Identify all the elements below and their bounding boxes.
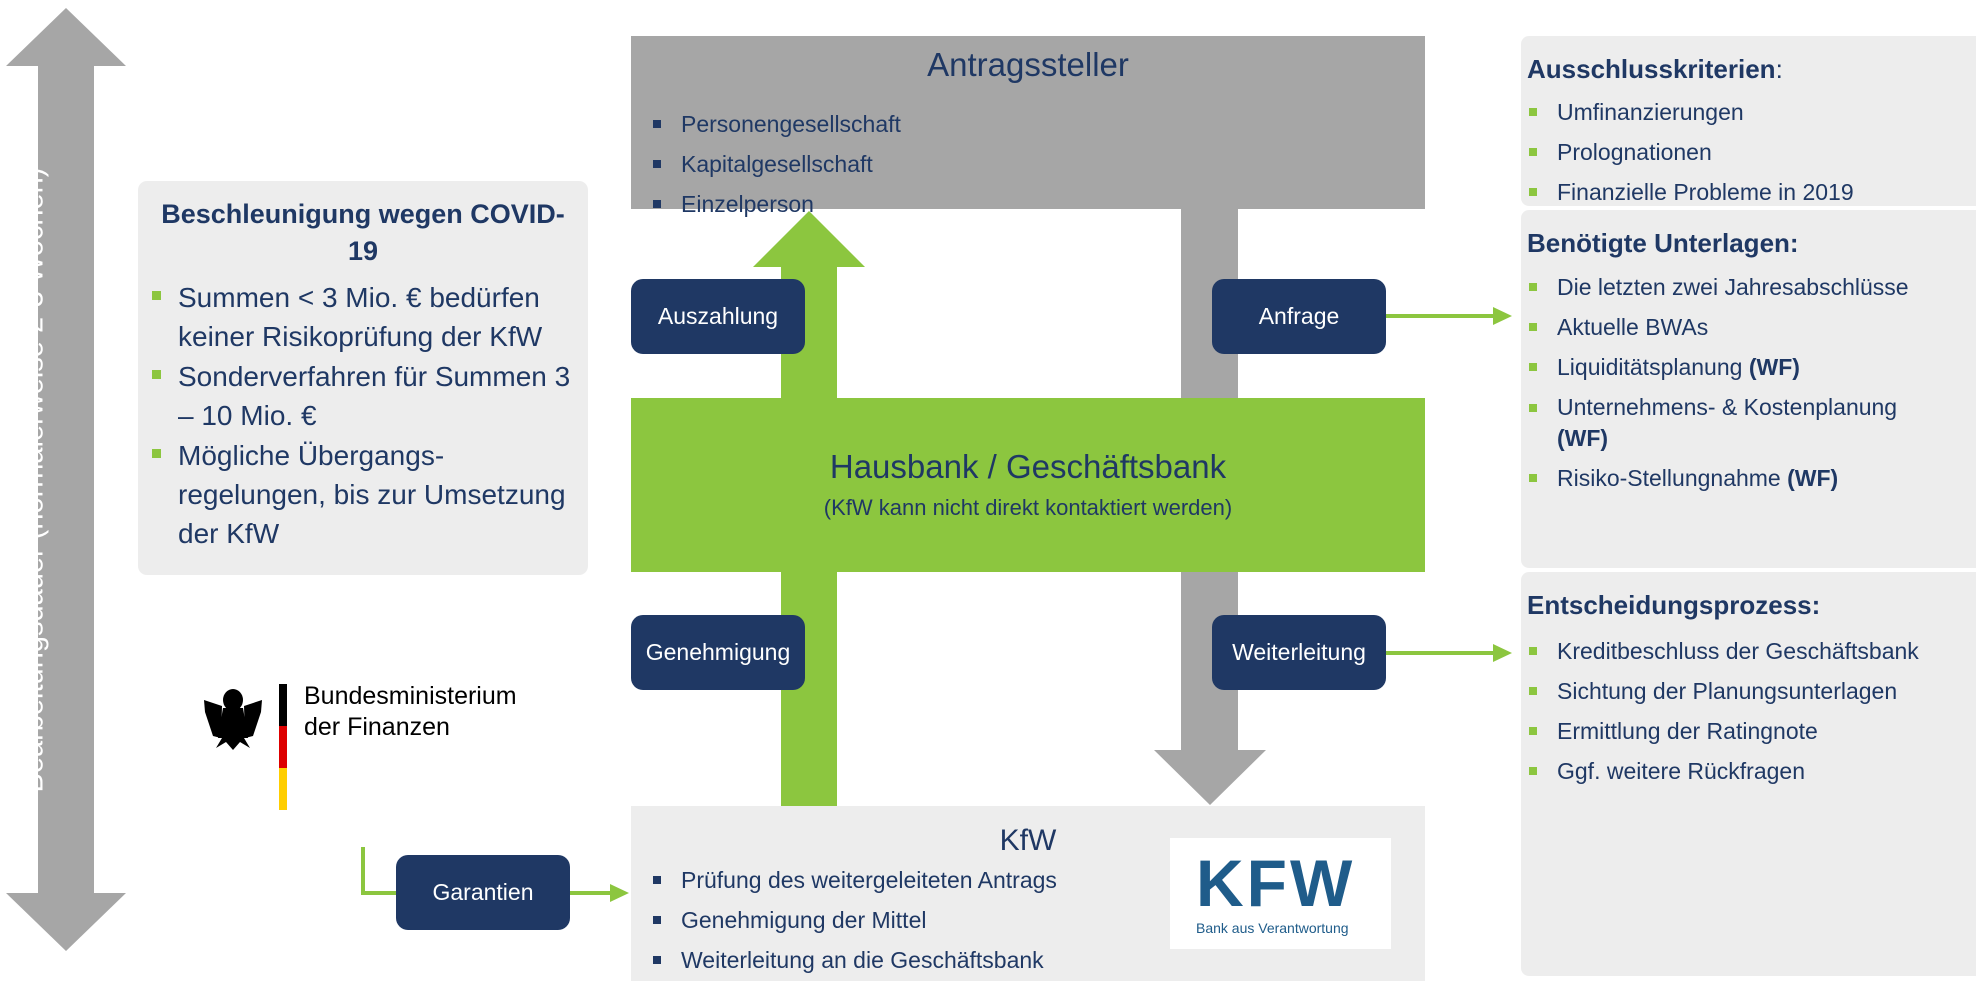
list-item: Umfinanzierungen xyxy=(1527,92,1966,132)
list-item: Mögliche Übergangs-regelungen, bis zur U… xyxy=(148,436,578,553)
decision-process-title: Entscheidungsprozess: xyxy=(1527,590,1821,620)
flag-stripe-gold xyxy=(279,768,287,810)
exclusion-criteria-list: Umfinanzierungen Prolognationen Finanzie… xyxy=(1527,92,1966,212)
list-item: Liquiditätsplanung (WF) xyxy=(1527,347,1966,387)
applicant-title: Antragssteller xyxy=(927,46,1129,83)
document-tag: (WF) xyxy=(1557,425,1609,451)
list-item: Summen < 3 Mio. € bedürfen keiner Risiko… xyxy=(148,278,578,356)
document-text: Die letzten zwei Jahresabschlüsse xyxy=(1557,274,1909,300)
required-documents-title: Benötigte Unterlagen: xyxy=(1527,228,1799,258)
ministry-line-1: Bundesministerium xyxy=(304,682,517,710)
required-documents-list: Die letzten zwei Jahresabschlüsse Aktuel… xyxy=(1527,267,1966,498)
approval-label: Genehmigung xyxy=(631,615,805,690)
list-item: Einzelperson xyxy=(651,184,901,224)
list-item: Risiko-Stellungnahme (WF) xyxy=(1527,458,1966,498)
exclusion-criteria-panel: Ausschlusskriterien: Umfinanzierungen Pr… xyxy=(1521,36,1976,206)
list-item: Aktuelle BWAs xyxy=(1527,307,1966,347)
kfw-logo-tagline: Bank aus Verantwortung xyxy=(1196,920,1349,936)
list-item: Kapitalgesellschaft xyxy=(651,144,901,184)
processing-duration-label: Bearbeitungsdauer (normalerweise 2-3 Woc… xyxy=(17,130,49,830)
list-item: Weiterleitung an die Geschäftsbank xyxy=(651,940,1057,980)
exclusion-criteria-title: Ausschlusskriterien: xyxy=(1527,54,1783,85)
flag-stripe-black xyxy=(279,684,287,726)
forwarding-label: Weiterleitung xyxy=(1212,615,1386,690)
exclusion-title-text: Ausschlusskriterien xyxy=(1527,54,1776,84)
required-documents-panel: Benötigte Unterlagen: Die letzten zwei J… xyxy=(1521,210,1976,568)
request-label: Anfrage xyxy=(1212,279,1386,354)
document-text: Liquiditätsplanung xyxy=(1557,354,1743,380)
kfw-list: Prüfung des weitergeleiteten Antrags Gen… xyxy=(651,860,1057,980)
weiterleitung-arrowhead xyxy=(1493,644,1512,662)
list-item: Sichtung der Planungsunterlagen xyxy=(1527,671,1966,711)
list-item: Kreditbeschluss der Geschäftsbank xyxy=(1527,631,1966,671)
document-text: Aktuelle BWAs xyxy=(1557,314,1709,340)
decision-process-panel: Entscheidungsprozess: Kreditbeschluss de… xyxy=(1521,572,1976,976)
document-text: Unternehmens- & Kostenplanung xyxy=(1557,394,1898,420)
kfw-title: KfW xyxy=(999,824,1057,857)
anfrage-arrowhead xyxy=(1493,307,1512,325)
list-item: Ggf. weitere Rückfragen xyxy=(1527,751,1966,791)
federal-eagle-icon xyxy=(204,689,262,750)
covid-acceleration-title: Beschleunigung wegen COVID-19 xyxy=(161,199,565,266)
housebank-title: Hausbank / Geschäftsbank xyxy=(829,448,1227,485)
processing-duration-text: Bearbeitungsdauer (normalerweise 2-3 Woc… xyxy=(17,167,49,793)
document-tag: (WF) xyxy=(1748,354,1800,380)
list-item: Finanzielle Probleme in 2019 xyxy=(1527,172,1966,212)
list-item: Sonderverfahren für Summen 3 – 10 Mio. € xyxy=(148,357,578,435)
flag-stripe-red xyxy=(279,726,287,768)
duration-double-arrow xyxy=(6,8,126,951)
list-item: Die letzten zwei Jahresabschlüsse xyxy=(1527,267,1966,307)
list-item: Unternehmens- & Kostenplanung (WF) xyxy=(1527,387,1966,458)
kfw-logo: KFW Bank aus Verantwortung xyxy=(1170,838,1391,949)
list-item: Genehmigung der Mittel xyxy=(651,900,1057,940)
payout-label: Auszahlung xyxy=(631,279,805,354)
applicant-list: Personengesellschaft Kapitalgesellschaft… xyxy=(651,104,901,224)
covid-acceleration-box: Beschleunigung wegen COVID-19 Summen < 3… xyxy=(138,181,588,575)
ministry-logo-text: Bundesministerium der Finanzen xyxy=(304,681,517,743)
garantien-arrowhead xyxy=(610,884,629,902)
ministry-line-2: der Finanzen xyxy=(304,713,450,741)
housebank-subtitle: (KfW kann nicht direkt kontaktiert werde… xyxy=(823,495,1233,520)
applicant-box: Antragssteller Personengesellschaft Kapi… xyxy=(631,36,1425,217)
housebank-box: Hausbank / Geschäftsbank (KfW kann nicht… xyxy=(631,398,1425,572)
list-item: Prüfung des weitergeleiteten Antrags xyxy=(651,860,1057,900)
guarantees-label: Garantien xyxy=(396,855,570,930)
kfw-logo-mark: KFW xyxy=(1196,846,1356,920)
exclusion-title-colon: : xyxy=(1775,54,1783,84)
list-item: Ermittlung der Ratingnote xyxy=(1527,711,1966,751)
list-item: Prolognationen xyxy=(1527,132,1966,172)
document-tag: (WF) xyxy=(1787,465,1839,491)
list-item: Personengesellschaft xyxy=(651,104,901,144)
decision-process-list: Kreditbeschluss der Geschäftsbank Sichtu… xyxy=(1527,631,1966,791)
covid-acceleration-list: Summen < 3 Mio. € bedürfen keiner Risiko… xyxy=(148,278,578,553)
document-text: Risiko-Stellungnahme xyxy=(1557,465,1781,491)
